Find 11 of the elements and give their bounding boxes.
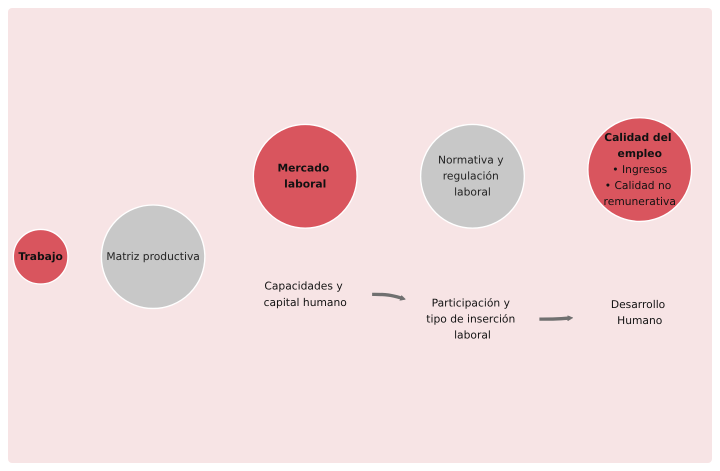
node-circle [587,117,692,222]
node-circle [252,124,358,229]
node-text: Participación y tipo de inserción laboral [426,296,516,342]
node-circle [420,124,525,229]
node-text: Desarrollo Humano [610,298,666,326]
panel-background: Matriz productiva Normativa y regulación laboral Trabajo Mercado laboral Calidad del empleo • Ingresos • Calidad no remunerativa Capacidades y capital humano Participación y tipo de inserción laboral Desarrollo Humano [8,8,712,463]
arrow [539,315,574,322]
arrow [372,292,406,301]
node-text: Capacidades y capital humano [264,280,347,308]
node-circle [12,228,69,285]
node-circle [100,204,206,310]
